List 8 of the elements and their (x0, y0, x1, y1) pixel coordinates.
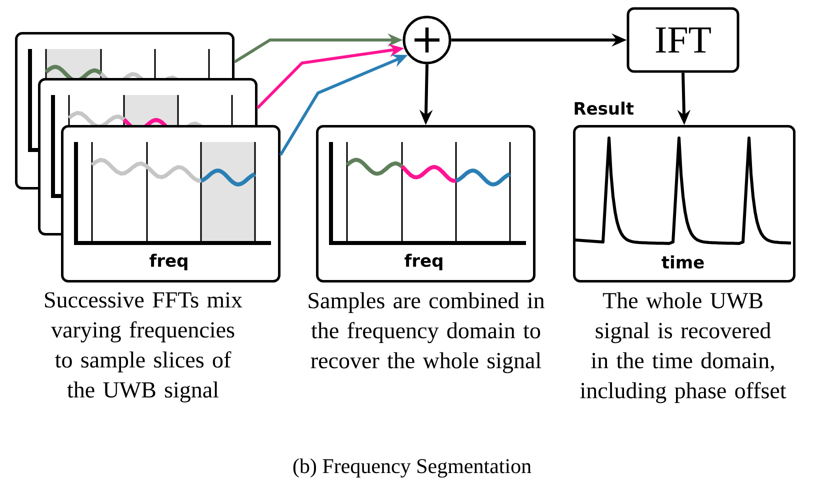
description-text: Samples are combined in the frequency domain to recover the whole signal (308, 292, 544, 374)
panel-heading: Result (574, 102, 634, 115)
result-panel: time (573, 125, 796, 282)
caption: (b) Frequency Segmentation (293, 458, 532, 478)
plot-panel: freq (316, 125, 536, 282)
description-text: The whole UWB signal is recovered in the time domain, including phase offset (580, 292, 786, 404)
process-box: IFT (626, 7, 740, 73)
description-text: Successive FFTs mix varying frequencies to sample slices of the UWB signal (45, 292, 242, 402)
